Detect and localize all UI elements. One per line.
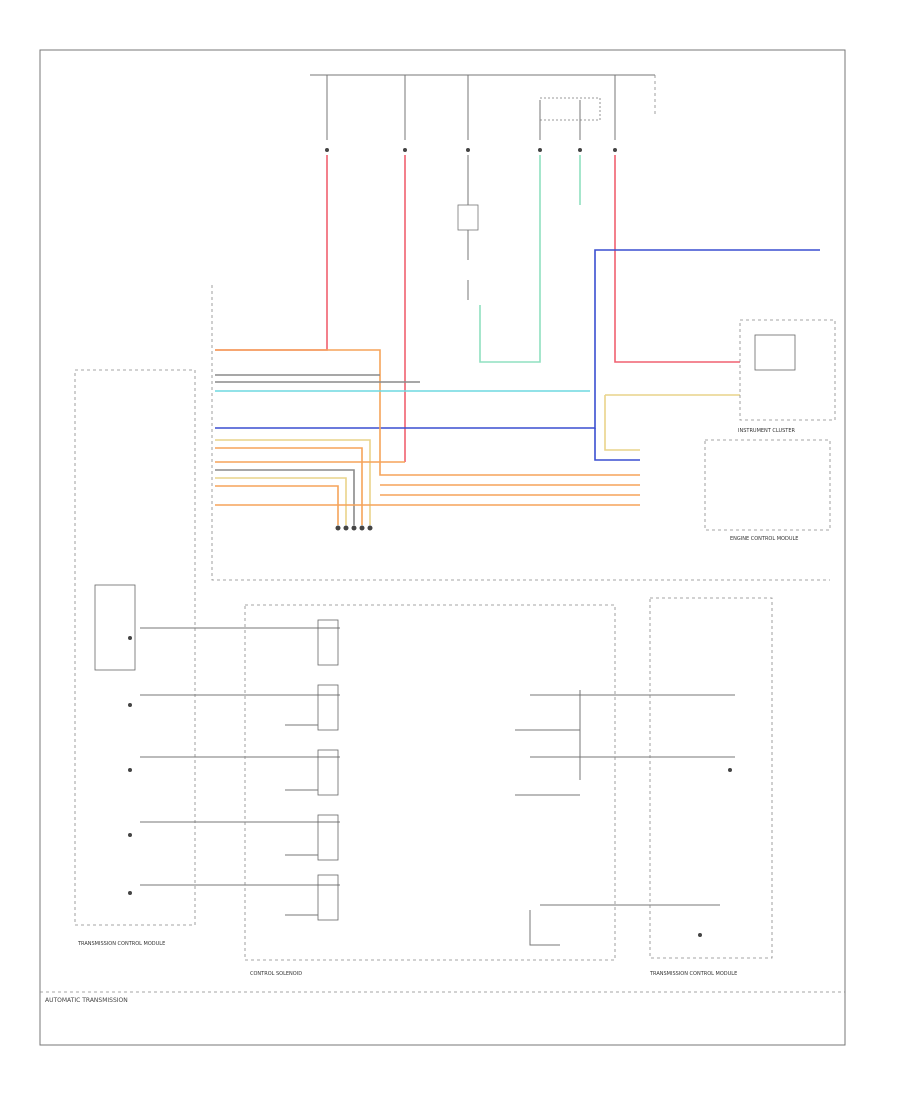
tcm-right-label: TRANSMISSION CONTROL MODULE bbox=[649, 971, 737, 977]
blue-wire-top bbox=[215, 249, 820, 429]
tcm-right-box bbox=[649, 597, 773, 959]
diagram-frame bbox=[39, 49, 846, 1046]
control-solenoid-label: CONTROL SOLENOID bbox=[250, 971, 302, 977]
diagram-title: AUTOMATIC TRANSMISSION bbox=[45, 997, 128, 1004]
red-wire-3 bbox=[614, 155, 740, 363]
fuse-drops bbox=[326, 75, 616, 140]
temp-sensor-bracket bbox=[529, 910, 560, 946]
control-solenoid-box bbox=[244, 604, 616, 961]
relay-box bbox=[457, 204, 479, 231]
connector-dots bbox=[325, 148, 617, 152]
pressure-switch-box bbox=[94, 584, 136, 671]
left-module-border bbox=[211, 285, 830, 581]
instrument-cluster-label: INSTRUMENT CLUSTER bbox=[738, 428, 796, 434]
ecm-box bbox=[704, 439, 831, 531]
shift-solenoid-lines bbox=[515, 690, 581, 796]
cluster-indicator bbox=[754, 334, 796, 371]
ecm-label: ENGINE CONTROL MODULE bbox=[730, 536, 798, 542]
switch-lines bbox=[140, 627, 735, 886]
tcm-left-label: TRANSMISSION CONTROL MODULE bbox=[77, 941, 165, 947]
teal-wire bbox=[479, 155, 541, 363]
harness-lines bbox=[215, 349, 740, 525]
tcm-left-box bbox=[74, 369, 196, 926]
instrument-cluster-box bbox=[739, 319, 836, 421]
splice-pack-dots bbox=[335, 525, 373, 531]
switch-dots bbox=[128, 636, 732, 937]
red-wire-1 bbox=[215, 155, 328, 351]
solenoids bbox=[285, 619, 339, 921]
blue-wire-ecm bbox=[594, 428, 640, 461]
